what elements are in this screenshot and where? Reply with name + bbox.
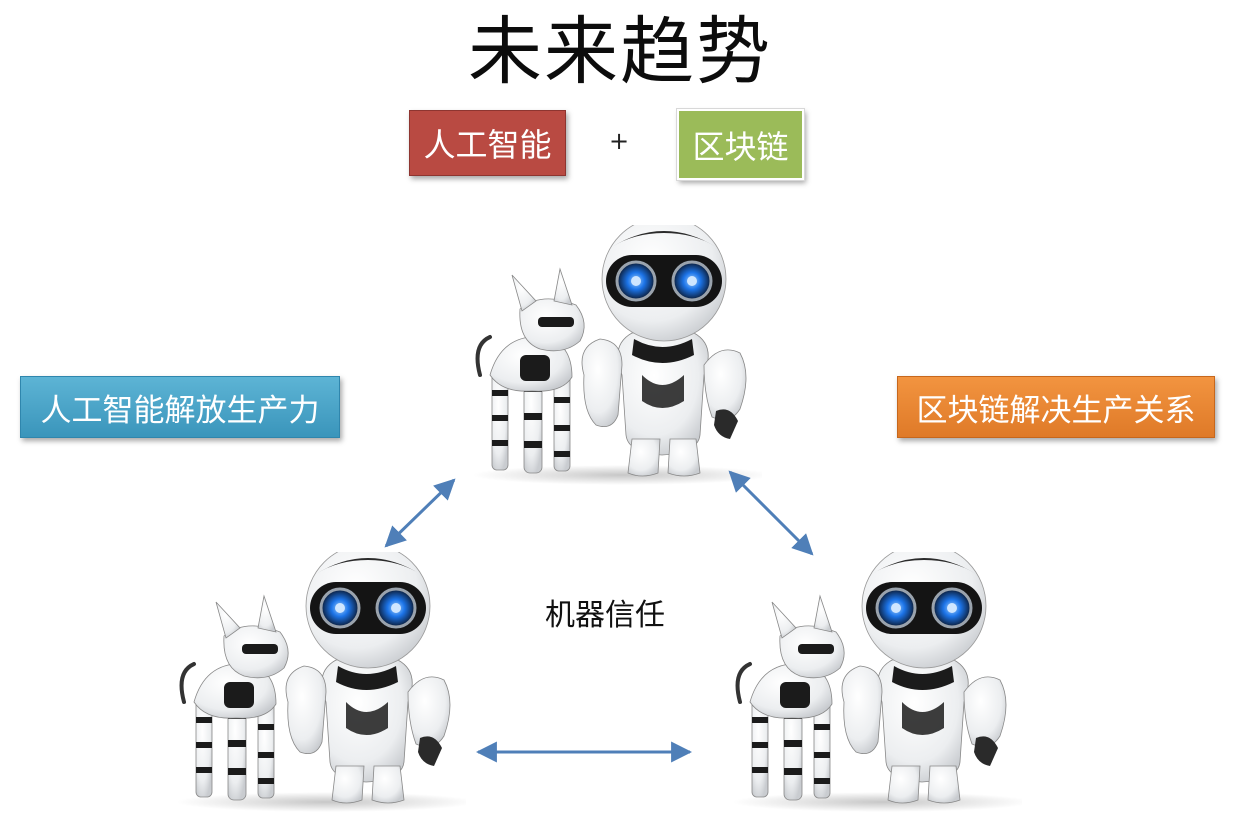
blockchain-tag: 区块链	[676, 108, 805, 181]
double-arrow-right	[728, 470, 814, 556]
arrow-layer	[384, 470, 814, 763]
page-title: 未来趋势	[468, 9, 772, 95]
blockchain-relations-tag: 区块链解决生产关系	[897, 376, 1215, 438]
machine-trust-label: 机器信任	[545, 598, 665, 633]
double-arrow-left	[384, 478, 456, 548]
ai-productivity-tag: 人工智能解放生产力	[20, 376, 340, 438]
ai-tag: 人工智能	[409, 110, 566, 176]
plus-sign: +	[608, 127, 630, 155]
